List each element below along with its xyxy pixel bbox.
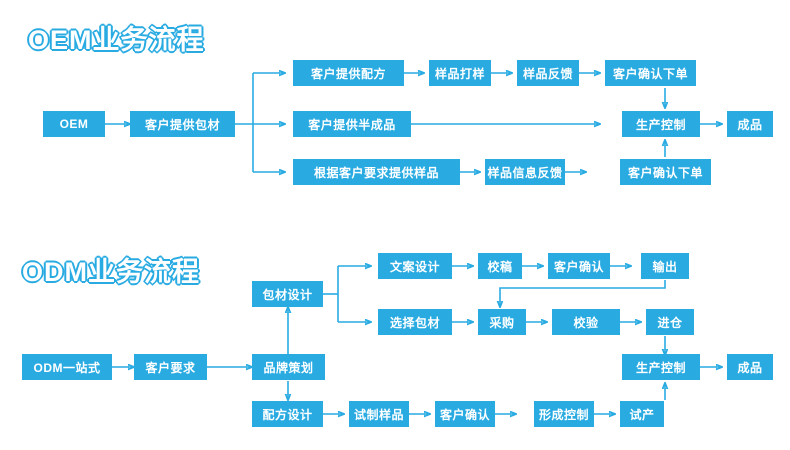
node-odm-inspection[interactable]: 校验 [552,309,620,335]
node-oem-sample-feedback[interactable]: 样品反馈 [517,60,579,86]
node-odm-production-control[interactable]: 生产控制 [622,354,700,380]
node-oem-sample-per-customer-request[interactable]: 根据客户要求提供样品 [293,159,460,185]
node-oem-finished-product[interactable]: 成品 [727,111,773,137]
node-odm-trial-production[interactable]: 试产 [620,401,664,427]
node-odm-one-stop[interactable]: ODM一站式 [22,354,112,380]
node-oem-production-control[interactable]: 生产控制 [622,111,700,137]
node-odm-customer-requirements[interactable]: 客户要求 [134,354,207,380]
node-odm-proofreading[interactable]: 校稿 [478,253,522,279]
node-odm-form-control[interactable]: 形成控制 [534,401,594,427]
node-oem-start[interactable]: OEM [43,111,105,137]
node-odm-customer-confirm-bottom[interactable]: 客户确认 [435,401,495,427]
node-odm-trial-sample[interactable]: 试制样品 [349,401,409,427]
node-oem-customer-provides-semifinished[interactable]: 客户提供半成品 [293,111,411,137]
node-odm-purchasing[interactable]: 采购 [478,309,526,335]
node-odm-brand-planning[interactable]: 品牌策划 [252,354,325,380]
odm-section-title: ODM业务流程 [21,256,200,288]
node-odm-copywriting-design[interactable]: 文案设计 [378,253,452,279]
node-oem-sample-proofing[interactable]: 样品打样 [429,60,491,86]
node-odm-warehousing[interactable]: 进仓 [646,309,694,335]
node-odm-finished-product[interactable]: 成品 [727,354,773,380]
node-odm-customer-confirm-top[interactable]: 客户确认 [548,253,610,279]
node-oem-customer-confirms-order-top[interactable]: 客户确认下单 [605,60,696,86]
node-oem-customer-confirms-order-bottom[interactable]: 客户确认下单 [620,159,711,185]
node-odm-formula-design[interactable]: 配方设计 [252,401,323,427]
node-odm-packaging-design[interactable]: 包材设计 [252,281,323,307]
node-odm-output[interactable]: 输出 [641,253,689,279]
node-oem-customer-provides-packaging[interactable]: 客户提供包材 [130,111,235,137]
oem-section-title: OEM业务流程 [27,24,205,56]
node-oem-sample-info-feedback[interactable]: 样品信息反馈 [485,159,565,185]
node-oem-customer-provides-formula[interactable]: 客户提供配方 [293,60,404,86]
node-odm-select-packaging[interactable]: 选择包材 [378,309,452,335]
